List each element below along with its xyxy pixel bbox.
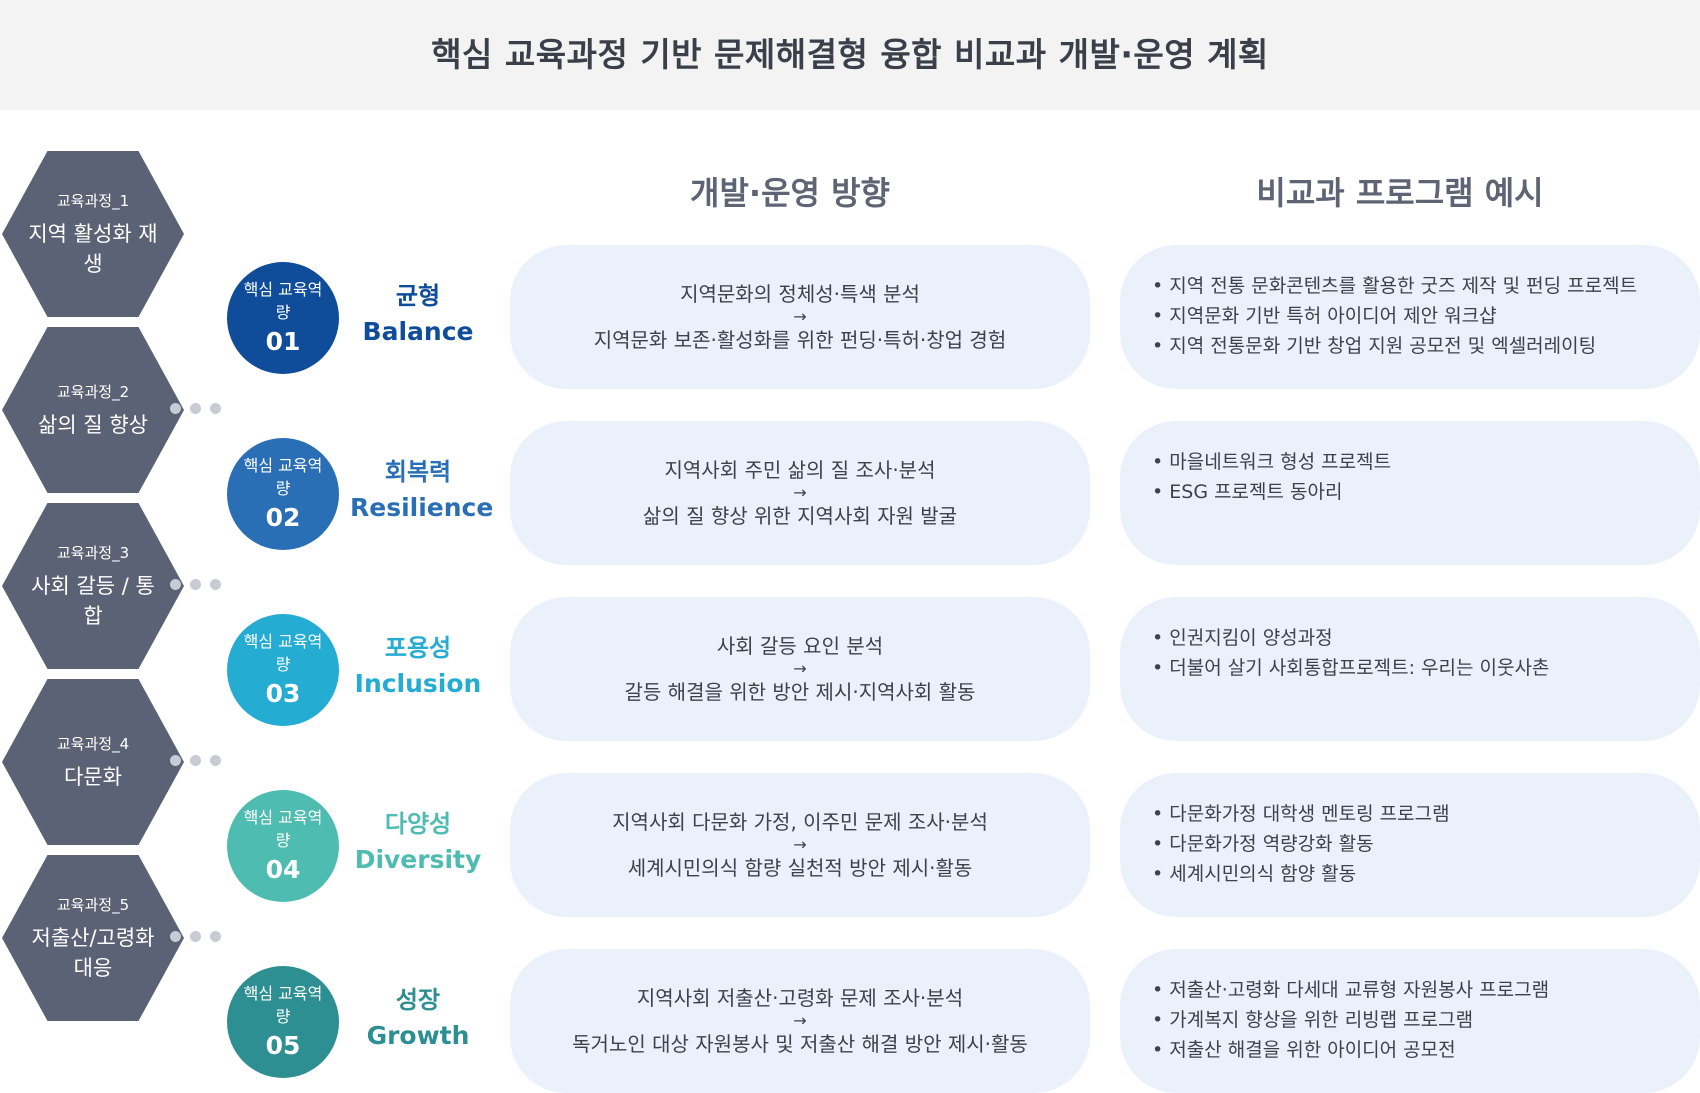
competency-circle-5: 핵심 교육역량 05 bbox=[227, 966, 339, 1078]
competency-label: 핵심 교육역량 bbox=[243, 808, 323, 850]
arrow-icon: → bbox=[793, 307, 807, 326]
competency-name-kr: 균형 bbox=[395, 282, 441, 310]
competency-label: 핵심 교육역량 bbox=[243, 280, 323, 322]
program-box-4: 다문화가정 대학생 멘토링 프로그램 다문화가정 역량강화 활동 세계시민의식 … bbox=[1120, 773, 1700, 917]
program-item: 다문화가정 대학생 멘토링 프로그램 bbox=[1152, 799, 1680, 829]
curriculum-number: 교육과정_1 bbox=[56, 191, 130, 210]
title-bar bbox=[0, 0, 1700, 110]
direction-analysis: 사회 갈등 요인 분석 bbox=[716, 634, 884, 658]
program-box-2: 마을네트워크 형성 프로젝트 ESG 프로젝트 동아리 bbox=[1120, 421, 1700, 565]
program-item: 다문화가정 역량강화 활동 bbox=[1152, 829, 1680, 859]
competency-label: 핵심 교육역량 bbox=[243, 456, 323, 498]
program-box-3: 인권지킴이 양성과정 더불어 살기 사회통합프로젝트: 우리는 이웃사촌 bbox=[1120, 597, 1700, 741]
competency-number: 02 bbox=[265, 503, 301, 532]
competency-name-5: 성장 Growth bbox=[350, 982, 486, 1054]
program-item: 인권지킴이 양성과정 bbox=[1152, 623, 1680, 653]
direction-action: 갈등 해결을 위한 방안 제시·지역사회 활동 bbox=[624, 680, 976, 704]
competency-name-kr: 포용성 bbox=[384, 634, 452, 662]
competency-name-en: Growth bbox=[366, 1021, 470, 1050]
competency-name-kr: 회복력 bbox=[384, 458, 452, 486]
competency-name-en: Inclusion bbox=[354, 669, 482, 698]
curriculum-name: 저출산/고령화 대응 bbox=[31, 925, 155, 980]
competency-name-en: Resilience bbox=[350, 493, 494, 522]
curriculum-number: 교육과정_4 bbox=[56, 734, 130, 753]
curriculum-hex-5: 교육과정_5 저출산/고령화 대응 bbox=[2, 855, 184, 1021]
program-item: 지역 전통문화 기반 창업 지원 공모전 및 엑셀러레이팅 bbox=[1152, 331, 1680, 361]
direction-box-4: 지역사회 다문화 가정, 이주민 문제 조사·분석 → 세계시민의식 함량 실천… bbox=[510, 773, 1090, 917]
program-item: 지역 전통 문화콘텐츠를 활용한 굿즈 제작 및 펀딩 프로젝트 bbox=[1152, 271, 1680, 301]
direction-box-1: 지역문화의 정체성·특색 분석 → 지역문화 보존·활성화를 위한 펀딩·특허·… bbox=[510, 245, 1090, 389]
program-item: 더불어 살기 사회통합프로젝트: 우리는 이웃사촌 bbox=[1152, 653, 1680, 683]
program-box-1: 지역 전통 문화콘텐츠를 활용한 굿즈 제작 및 펀딩 프로젝트 지역문화 기반… bbox=[1120, 245, 1700, 389]
direction-action: 지역문화 보존·활성화를 위한 펀딩·특허·창업 경험 bbox=[593, 328, 1007, 352]
direction-analysis: 지역문화의 정체성·특색 분석 bbox=[680, 282, 920, 306]
curriculum-hex-3: 교육과정_3 사회 갈등 / 통합 bbox=[2, 503, 184, 669]
competency-number: 01 bbox=[265, 327, 301, 356]
header-programs: 비교과 프로그램 예시 bbox=[1256, 174, 1544, 212]
curriculum-hex-4: 교육과정_4 다문화 bbox=[2, 679, 184, 845]
competency-circle-3: 핵심 교육역량 03 bbox=[227, 614, 339, 726]
curriculum-number: 교육과정_2 bbox=[56, 382, 130, 401]
program-item: 지역문화 기반 특허 아이디어 제안 워크샵 bbox=[1152, 301, 1680, 331]
direction-analysis: 지역사회 다문화 가정, 이주민 문제 조사·분석 bbox=[612, 810, 988, 834]
competency-label: 핵심 교육역량 bbox=[243, 632, 323, 674]
curriculum-name: 사회 갈등 / 통합 bbox=[31, 573, 155, 628]
curriculum-name: 지역 활성화 재생 bbox=[28, 221, 158, 276]
arrow-icon: → bbox=[793, 1011, 807, 1030]
competency-number: 03 bbox=[265, 679, 301, 708]
direction-box-5: 지역사회 저출산·고령화 문제 조사·분석 → 독거노인 대상 자원봉사 및 저… bbox=[510, 949, 1090, 1093]
program-item: ESG 프로젝트 동아리 bbox=[1152, 477, 1680, 507]
program-item: 저출산·고령화 다세대 교류형 자원봉사 프로그램 bbox=[1152, 975, 1680, 1005]
connector-dots bbox=[170, 931, 230, 943]
header-direction: 개발·운영 방향 bbox=[690, 174, 890, 212]
connector-dots bbox=[170, 755, 230, 767]
connector-dots bbox=[170, 579, 230, 591]
curriculum-name: 삶의 질 향상 bbox=[38, 412, 148, 437]
competency-number: 05 bbox=[265, 1031, 301, 1060]
page-title: 핵심 교육과정 기반 문제해결형 융합 비교과 개발·운영 계획 bbox=[431, 35, 1269, 74]
direction-action: 세계시민의식 함량 실천적 방안 제시·활동 bbox=[627, 856, 973, 880]
curriculum-hex-2: 교육과정_2 삶의 질 향상 bbox=[2, 327, 184, 493]
direction-analysis: 지역사회 저출산·고령화 문제 조사·분석 bbox=[636, 986, 964, 1010]
curriculum-name: 다문화 bbox=[64, 764, 122, 789]
competency-name-1: 균형 Balance bbox=[350, 278, 486, 350]
direction-box-2: 지역사회 주민 삶의 질 조사·분석 → 삶의 질 향상 위한 지역사회 자원 … bbox=[510, 421, 1090, 565]
competency-label: 핵심 교육역량 bbox=[243, 984, 323, 1026]
direction-action: 독거노인 대상 자원봉사 및 저출산 해결 방안 제시·활동 bbox=[572, 1032, 1028, 1056]
program-item: 가계복지 향상을 위한 리빙랩 프로그램 bbox=[1152, 1005, 1680, 1035]
program-item: 저출산 해결을 위한 아이디어 공모전 bbox=[1152, 1035, 1680, 1065]
curriculum-hex-1: 교육과정_1 지역 활성화 재생 bbox=[2, 151, 184, 317]
competency-name-3: 포용성 Inclusion bbox=[350, 630, 486, 702]
competency-circle-2: 핵심 교육역량 02 bbox=[227, 438, 339, 550]
arrow-icon: → bbox=[793, 659, 807, 678]
arrow-icon: → bbox=[793, 483, 807, 502]
arrow-icon: → bbox=[793, 835, 807, 854]
direction-analysis: 지역사회 주민 삶의 질 조사·분석 bbox=[664, 458, 936, 482]
curriculum-number: 교육과정_5 bbox=[56, 895, 130, 914]
competency-circle-4: 핵심 교육역량 04 bbox=[227, 790, 339, 902]
connector-dots bbox=[170, 403, 230, 415]
competency-circle-1: 핵심 교육역량 01 bbox=[227, 262, 339, 374]
program-item: 마을네트워크 형성 프로젝트 bbox=[1152, 447, 1680, 477]
program-box-5: 저출산·고령화 다세대 교류형 자원봉사 프로그램 가계복지 향상을 위한 리빙… bbox=[1120, 949, 1700, 1093]
competency-name-4: 다양성 Diversity bbox=[350, 806, 486, 878]
competency-name-kr: 성장 bbox=[395, 986, 441, 1014]
competency-name-kr: 다양성 bbox=[384, 810, 452, 838]
competency-name-2: 회복력 Resilience bbox=[350, 454, 494, 526]
direction-action: 삶의 질 향상 위한 지역사회 자원 발굴 bbox=[642, 504, 958, 528]
direction-box-3: 사회 갈등 요인 분석 → 갈등 해결을 위한 방안 제시·지역사회 활동 bbox=[510, 597, 1090, 741]
competency-number: 04 bbox=[265, 855, 301, 884]
competency-name-en: Balance bbox=[362, 317, 474, 346]
curriculum-number: 교육과정_3 bbox=[56, 543, 130, 562]
program-item: 세계시민의식 함양 활동 bbox=[1152, 859, 1680, 889]
competency-name-en: Diversity bbox=[354, 845, 482, 874]
